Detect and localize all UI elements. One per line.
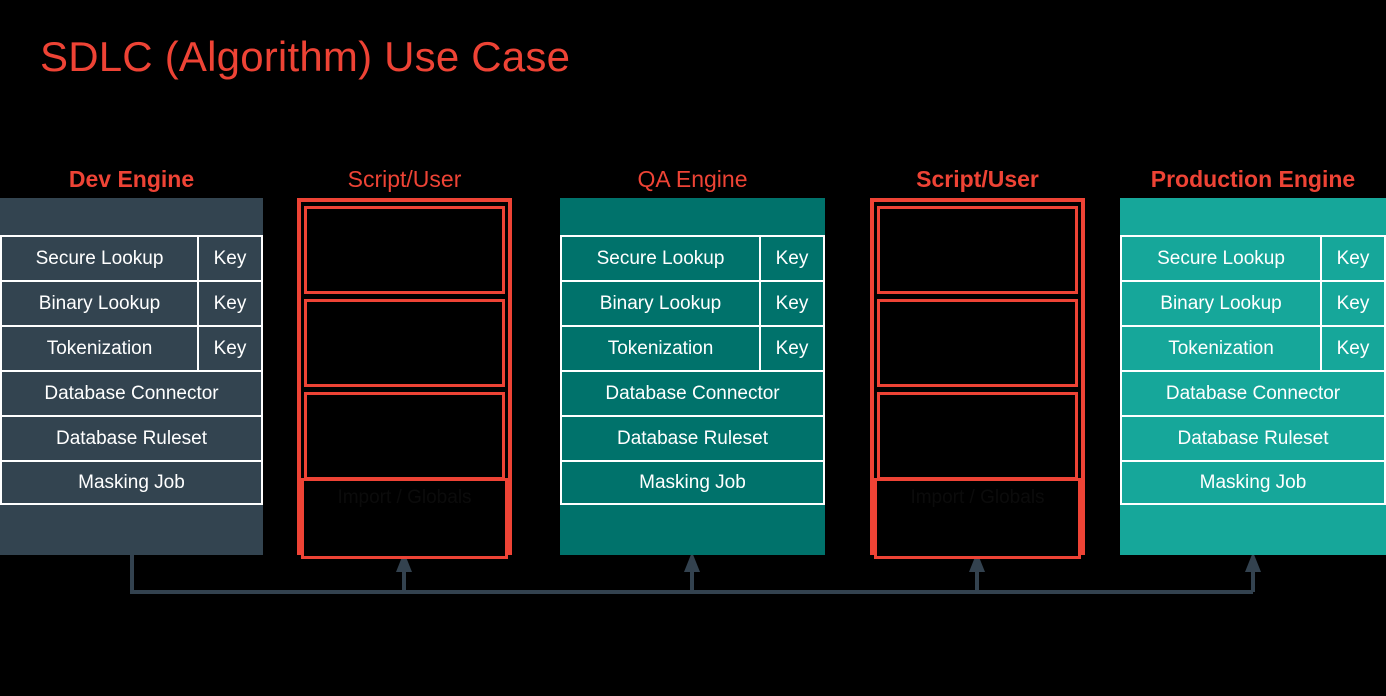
column-header-script-user-1: Script/User <box>347 166 462 192</box>
row-label: Binary Lookup <box>1160 292 1282 314</box>
row-label: Secure Lookup <box>1157 247 1285 269</box>
row-label: Tokenization <box>607 337 714 359</box>
row-key: Key <box>1320 282 1384 325</box>
row-key: Key <box>197 327 261 370</box>
script-sub-box[interactable]: Import / Globals <box>301 478 508 559</box>
row-label: Database Connector <box>1165 382 1341 404</box>
row-label: Tokenization <box>1168 337 1274 359</box>
table-row[interactable]: Secure Lookup Key <box>0 235 263 280</box>
engine-panel-dev-engine: Secure Lookup Key Binary Lookup Key Toke… <box>0 198 263 555</box>
row-label: Masking Job <box>639 471 746 493</box>
table-row[interactable]: Binary Lookup Key <box>0 280 263 325</box>
script-sub-label: Import / Globals <box>910 487 1045 508</box>
table-row[interactable]: Masking Job <box>1120 460 1386 505</box>
row-label: Database Ruleset <box>1177 427 1329 449</box>
row-label: Binary Lookup <box>38 292 161 314</box>
table-row[interactable]: Tokenization Key <box>1120 325 1386 370</box>
script-user-panel-2[interactable]: Import / Globals <box>870 198 1085 559</box>
arrow-head-production-engine <box>1245 552 1261 572</box>
script-sub-box[interactable] <box>304 299 505 387</box>
table-row[interactable]: Database Ruleset <box>0 415 263 460</box>
table-row[interactable]: Secure Lookup Key <box>560 235 825 280</box>
engine-panel-production-engine: Secure Lookup Key Binary Lookup Key Toke… <box>1120 198 1386 555</box>
table-row[interactable]: Secure Lookup Key <box>1120 235 1386 280</box>
row-key: Key <box>1320 327 1384 370</box>
arrow-head-script-user-1 <box>396 552 412 572</box>
page-title: SDLC (Algorithm) Use Case <box>40 33 571 80</box>
table-row[interactable]: Tokenization Key <box>0 325 263 370</box>
script-sub-box[interactable]: Import / Globals <box>874 478 1081 559</box>
script-user-panel-1[interactable]: Import / Globals <box>297 198 512 559</box>
row-label: Database Connector <box>44 382 219 404</box>
table-row[interactable]: Database Connector <box>1120 370 1386 415</box>
row-key: Key <box>1320 237 1384 280</box>
row-key: Key <box>759 327 823 370</box>
engine-row-list: Secure Lookup Key Binary Lookup Key Toke… <box>560 235 825 505</box>
script-sub-label: Import / Globals <box>337 487 472 508</box>
row-label: Secure Lookup <box>596 247 725 269</box>
script-sub-box[interactable] <box>877 206 1078 294</box>
table-row[interactable]: Database Ruleset <box>560 415 825 460</box>
arrow-head-qa-engine <box>684 552 700 572</box>
row-key: Key <box>197 282 261 325</box>
row-label: Secure Lookup <box>35 247 164 269</box>
row-label: Database Connector <box>605 382 780 404</box>
table-row[interactable]: Database Connector <box>0 370 263 415</box>
row-key: Key <box>759 237 823 280</box>
engine-row-list: Secure Lookup Key Binary Lookup Key Toke… <box>1120 235 1386 505</box>
script-sub-box[interactable] <box>877 299 1078 387</box>
table-row[interactable]: Database Connector <box>560 370 825 415</box>
column-header-dev-engine: Dev Engine <box>68 166 195 192</box>
row-label: Tokenization <box>46 337 153 359</box>
row-label: Masking Job <box>78 471 185 493</box>
row-label: Database Ruleset <box>55 427 208 449</box>
row-key: Key <box>197 237 261 280</box>
row-label: Binary Lookup <box>599 292 722 314</box>
script-sub-box-list: Import / Globals <box>874 206 1081 559</box>
table-row[interactable]: Database Ruleset <box>1120 415 1386 460</box>
engine-panel-qa-engine: Secure Lookup Key Binary Lookup Key Toke… <box>560 198 825 555</box>
table-row[interactable]: Tokenization Key <box>560 325 825 370</box>
column-header-production-engine: Production Engine <box>1150 166 1356 192</box>
table-row[interactable]: Binary Lookup Key <box>560 280 825 325</box>
script-sub-box[interactable] <box>877 392 1078 480</box>
script-sub-box[interactable] <box>304 206 505 294</box>
engine-row-list: Secure Lookup Key Binary Lookup Key Toke… <box>0 235 263 505</box>
table-row[interactable]: Masking Job <box>560 460 825 505</box>
arrow-head-script-user-2 <box>969 552 985 572</box>
column-header-qa-engine: QA Engine <box>637 166 748 192</box>
table-row[interactable]: Binary Lookup Key <box>1120 280 1386 325</box>
script-sub-box[interactable] <box>304 392 505 480</box>
row-label: Database Ruleset <box>616 427 769 449</box>
table-row[interactable]: Masking Job <box>0 460 263 505</box>
row-label: Masking Job <box>1199 471 1307 493</box>
script-sub-box-list: Import / Globals <box>301 206 508 559</box>
column-header-script-user-2: Script/User <box>916 166 1039 192</box>
row-key: Key <box>759 282 823 325</box>
